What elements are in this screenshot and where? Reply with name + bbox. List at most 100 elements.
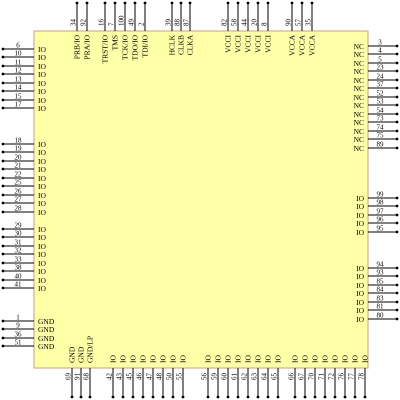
pin-end-dot — [266, 1, 270, 5]
pin-label: IO — [169, 355, 178, 363]
pin-number: 76 — [338, 373, 346, 381]
pin-number: 23 — [377, 64, 385, 72]
pin-end-dot — [1, 344, 5, 348]
pin-end-dot — [293, 395, 297, 399]
pin-number: 18 — [15, 137, 23, 145]
pin-number: 90 — [285, 19, 293, 27]
pin-label: NC — [354, 110, 364, 119]
pin-label: IO — [129, 355, 138, 363]
pin-end-dot — [276, 395, 280, 399]
pin-label: IO — [356, 264, 364, 273]
pin-label: IO — [109, 355, 118, 363]
pin-label: GND — [38, 342, 55, 351]
pin-end-dot — [188, 1, 192, 5]
pin-number: 94 — [377, 261, 385, 269]
pin-end-dot — [395, 95, 399, 99]
pin-end-dot — [395, 266, 399, 270]
pin-label: VCCI — [224, 35, 233, 53]
pin-label: IO — [224, 355, 233, 363]
pin-label: IO — [38, 79, 46, 88]
pin-label: IO — [159, 355, 168, 363]
pin-label: IO — [38, 165, 46, 174]
pin-end-dot — [1, 227, 5, 231]
pin-label: IO — [356, 219, 364, 228]
pin-label: IO — [356, 202, 364, 211]
pin-end-dot — [300, 1, 304, 5]
pin-number: 100 — [118, 15, 126, 26]
pin-end-dot — [181, 395, 185, 399]
pin-number: 46 — [136, 373, 144, 381]
pin-end-dot — [111, 395, 115, 399]
pin-number: 95 — [377, 225, 385, 233]
pin-label: IO — [254, 355, 263, 363]
pin-end-dot — [395, 204, 399, 208]
pin-number: 84 — [377, 286, 385, 294]
pin-number: 28 — [15, 205, 23, 213]
pin-label: NC — [354, 127, 364, 136]
pin-number: 98 — [377, 199, 385, 207]
pin-number: 2 — [138, 22, 146, 26]
ic-body — [33, 30, 369, 369]
pin-label: VCCI — [254, 35, 263, 53]
pin-number: 54 — [377, 107, 385, 115]
pin-number: 17 — [15, 101, 23, 109]
pin-label: IO — [356, 315, 364, 324]
pin-end-dot — [113, 1, 117, 5]
pin-number: 26 — [15, 188, 23, 196]
pin-label: NC — [354, 93, 364, 102]
pin-end-dot — [1, 252, 5, 256]
right-pin: 54 NC — [354, 107, 399, 119]
pin-number: 7 — [108, 22, 116, 26]
pin-label: NC — [354, 59, 364, 68]
pin-end-dot — [216, 395, 220, 399]
pin-label: IO — [38, 70, 46, 79]
pin-label: IO — [291, 355, 300, 363]
pin-label: NC — [354, 118, 364, 127]
pin-label: IO — [38, 199, 46, 208]
pin-number: 45 — [126, 373, 134, 381]
pin-number: 97 — [377, 208, 385, 216]
pin-end-dot — [85, 1, 89, 5]
pin-end-dot — [123, 1, 127, 5]
pin-label: IO — [38, 53, 46, 62]
pin-label: IO — [351, 355, 360, 363]
pin-number: 34 — [70, 19, 78, 27]
pin-end-dot — [395, 291, 399, 295]
pin-end-dot — [226, 1, 230, 5]
pin-label: NC — [354, 50, 364, 59]
pin-number: 73 — [377, 115, 385, 123]
pin-label: IO — [119, 355, 128, 363]
pin-number: 81 — [377, 303, 385, 311]
pin-number: 83 — [377, 295, 385, 303]
pin-label: IO — [38, 87, 46, 96]
pin-number: 6 — [16, 42, 20, 50]
pin-number: 35 — [305, 19, 313, 27]
pin-end-dot — [1, 336, 5, 340]
